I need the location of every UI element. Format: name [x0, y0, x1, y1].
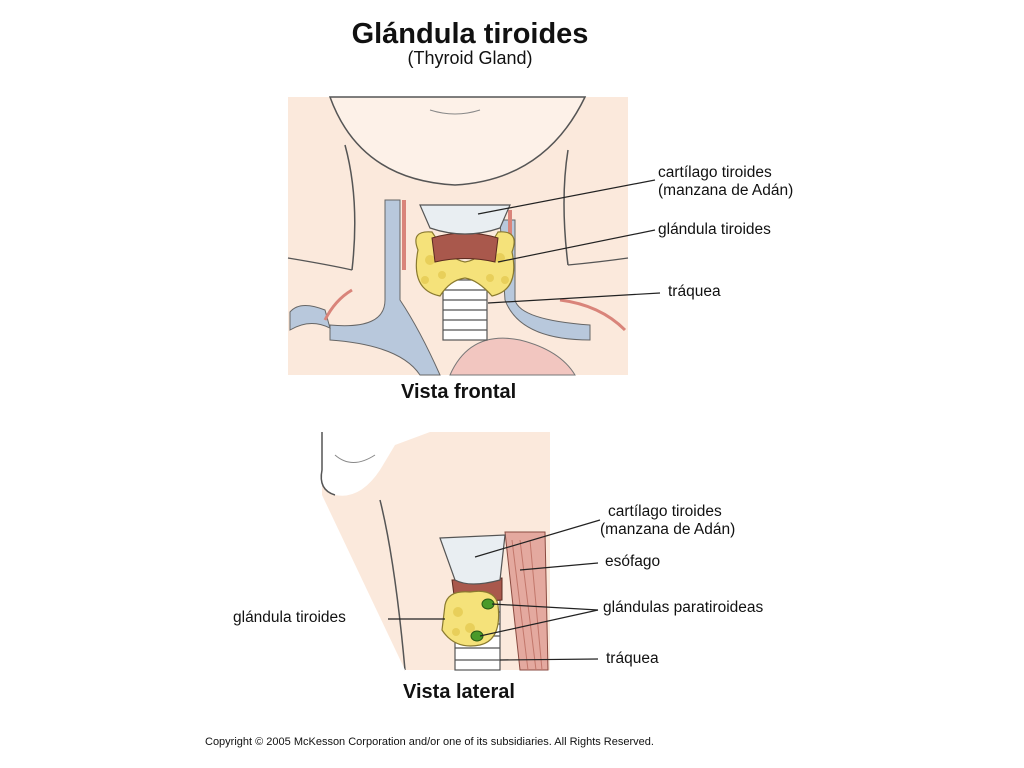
lateral-label-esophagus: esófago — [605, 553, 661, 570]
lateral-label-trachea: tráquea — [606, 650, 659, 667]
lateral-label-cartilage-line1: cartílago tiroides — [608, 503, 722, 520]
frontal-view-title: Vista frontal — [401, 381, 517, 403]
frontal-label-trachea: tráquea — [668, 283, 721, 300]
copyright-notice: Copyright © 2005 McKesson Corporation an… — [205, 736, 654, 748]
lateral-view-illustration — [320, 432, 601, 671]
lateral-label-thyroid: glándula tiroides — [233, 609, 346, 626]
frontal-view-illustration — [287, 96, 661, 376]
frontal-muscle — [431, 232, 499, 263]
page-title: Glándula tiroides — [351, 18, 589, 50]
frontal-vein-left — [329, 199, 441, 376]
lateral-view-title: Vista lateral — [403, 681, 515, 703]
lateral-label-cartilage-line2: (manzana de Adán) — [600, 521, 736, 538]
parathyroid-lower — [470, 630, 484, 642]
frontal-chin — [328, 96, 587, 186]
frontal-vein-right — [499, 219, 591, 341]
lateral-thyroid-cartilage — [439, 534, 506, 585]
frontal-thyroid-cartilage — [419, 204, 511, 235]
page-subtitle: (Thyroid Gland) — [407, 48, 533, 68]
frontal-label-cartilage-line1: cartílago tiroides — [658, 164, 772, 181]
frontal-label-thyroid: glándula tiroides — [658, 221, 771, 238]
frontal-label-cartilage-line2: (manzana de Adán) — [658, 182, 794, 199]
lateral-label-parathyroid: glándulas paratiroideas — [603, 599, 764, 616]
